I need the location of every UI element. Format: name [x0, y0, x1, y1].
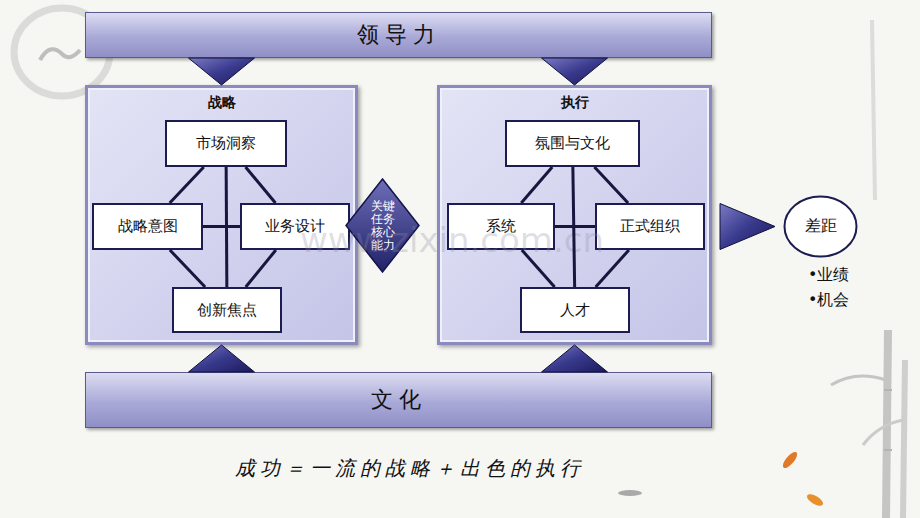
group-box: 战略市场洞察战略意图业务设计创新焦点 [85, 85, 358, 345]
group-box: 执行氛围与文化系统正式组织人才 [437, 85, 712, 345]
process-box: 氛围与文化 [505, 120, 640, 167]
node-label: 正式组织 [620, 217, 680, 236]
connector-line [203, 225, 240, 228]
process-box: 人才 [520, 287, 630, 333]
caption-text: 成功＝一流的战略＋出色的执行 [150, 455, 670, 482]
node-label: 创新焦点 [197, 301, 257, 320]
group-heading: 执行 [440, 94, 709, 112]
title-band: 领导力 [85, 12, 712, 58]
node-label: 氛围与文化 [535, 134, 610, 153]
connector-line [521, 167, 552, 203]
node-label: 市场洞察 [196, 134, 256, 153]
process-box: 正式组织 [595, 203, 705, 250]
koi-fish [618, 450, 825, 508]
arrow-triangle [189, 345, 255, 372]
connector-line [573, 167, 575, 287]
arrow-triangle [542, 345, 608, 372]
connector-line [246, 250, 276, 287]
title-band: 文化 [85, 372, 712, 428]
node-label: 差距 [805, 216, 837, 237]
process-box: 战略意图 [92, 203, 203, 250]
connector-line [170, 250, 205, 287]
gap-item: •机会 [808, 290, 849, 311]
arrow-triangle [189, 58, 255, 85]
connector-line [594, 167, 628, 203]
arrow-triangle [720, 204, 775, 250]
connector-line [170, 167, 204, 203]
watermark: www.zixin.com.cn [300, 220, 604, 260]
arrow-triangle [542, 58, 608, 85]
connector-line [522, 250, 555, 287]
result-circle: 差距 [783, 195, 858, 258]
node-label: 战略意图 [118, 217, 178, 236]
connector-line [225, 167, 229, 287]
process-box: 市场洞察 [165, 120, 287, 167]
group-heading: 战略 [88, 94, 355, 112]
node-label: 文化 [371, 385, 427, 415]
node-label: 人才 [560, 301, 590, 320]
connector-line [555, 225, 595, 228]
gap-item: •业绩 [808, 265, 849, 286]
connector-line [596, 250, 629, 287]
connector-line [246, 167, 276, 203]
ink-stroke [40, 49, 80, 60]
node-label: 领导力 [357, 20, 441, 50]
process-box: 创新焦点 [172, 287, 282, 333]
